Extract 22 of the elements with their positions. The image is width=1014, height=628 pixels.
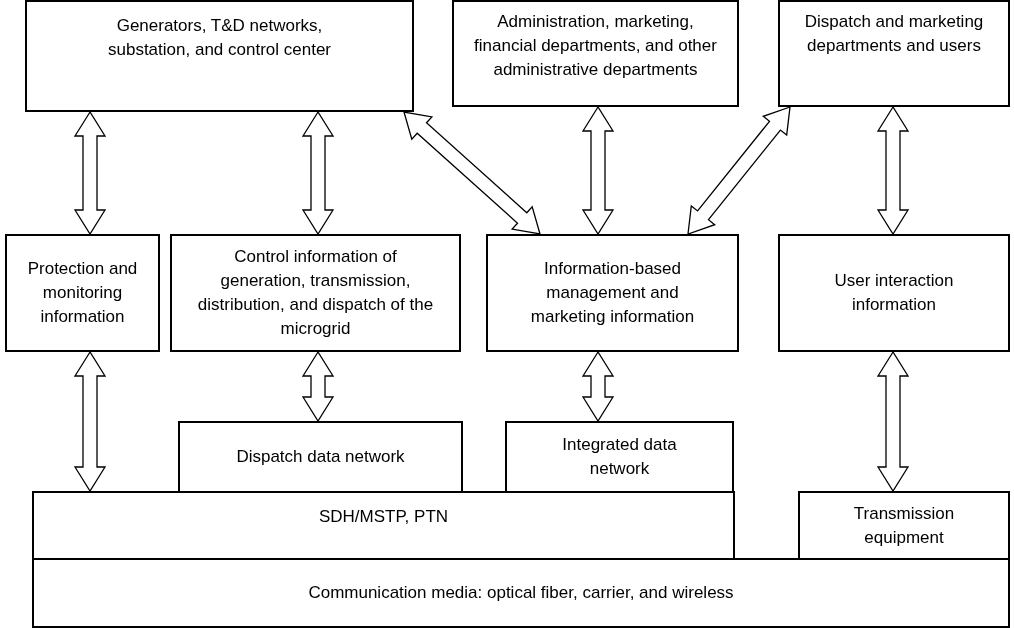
hollow-arrow	[581, 350, 615, 423]
hollow-arrow	[403, 111, 541, 235]
text-box: Dispatch data network	[178, 421, 463, 493]
hollow-arrow	[301, 350, 335, 423]
text-box: Administration, marketing, financial departments, and other administrative departments	[452, 0, 739, 107]
hollow-arrow	[876, 350, 910, 493]
text-box: SDH/MSTP, PTN	[32, 491, 735, 560]
hollow-arrow	[687, 106, 791, 235]
text-box: Information-based management and marketing information	[486, 234, 739, 352]
text-box: Control information of generation, transmission, distribution, and dispatch of the microgrid	[170, 234, 461, 352]
text-box: User interaction information	[778, 234, 1010, 352]
text-box: Protection and monitoring information	[5, 234, 160, 352]
hollow-arrow	[73, 110, 107, 236]
text-box: Integrated data network	[505, 421, 734, 493]
hollow-arrow	[876, 105, 910, 236]
text-box: Communication media: optical fiber, carrier, and wireless	[32, 558, 1010, 628]
text-box: Transmission equipment	[798, 491, 1010, 560]
hollow-arrow	[73, 350, 107, 493]
hollow-arrow	[581, 105, 615, 236]
text-box: Dispatch and marketing departments and users	[778, 0, 1010, 107]
text-box: Generators, T&D networks, substation, and control center	[25, 0, 414, 112]
hollow-arrow	[301, 110, 335, 236]
